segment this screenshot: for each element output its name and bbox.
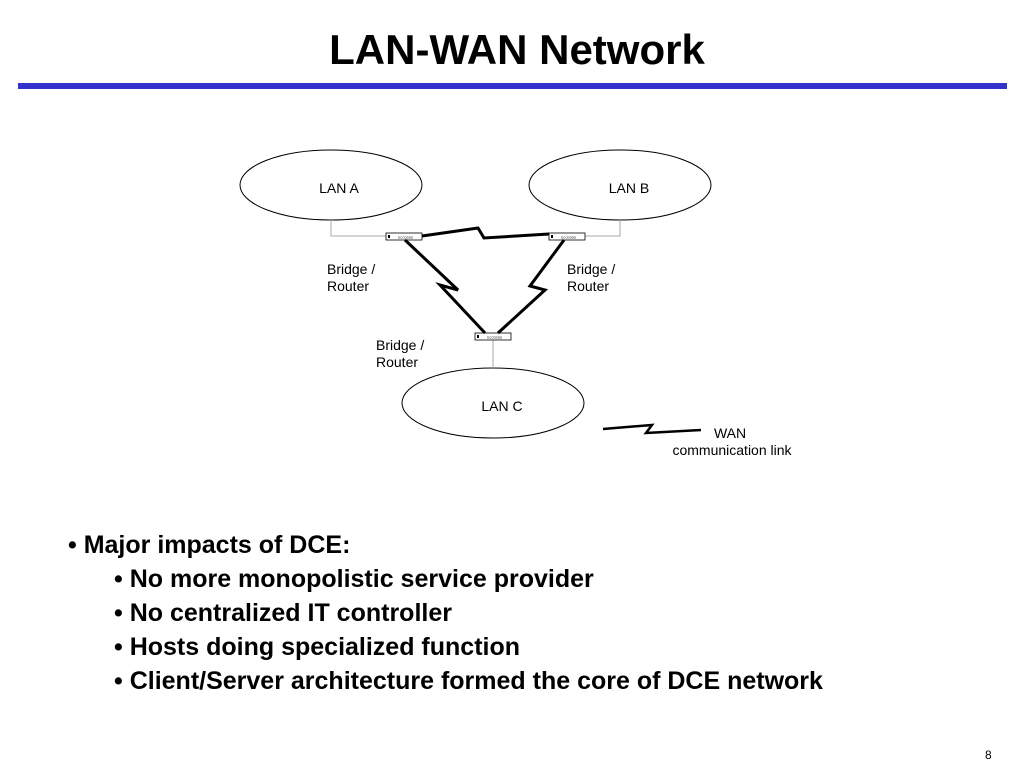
- bullet-item: • Client/Server architecture formed the …: [114, 667, 823, 695]
- bullet-heading-text: Major impacts of DCE:: [83, 531, 351, 559]
- bridge-router-a-led: [388, 235, 390, 238]
- bridge-router-c-text: DCCDDDD: [487, 336, 503, 340]
- bridge-router-b-led: [551, 235, 553, 238]
- lan-b: LAN B: [528, 149, 712, 221]
- bridge-router-a-box: [385, 232, 423, 241]
- title-divider-bar: [18, 83, 1007, 89]
- bridge-router-b-box: [548, 232, 586, 241]
- bullet-item-text: Hosts doing specialized function: [129, 633, 521, 661]
- lan-b-label: LAN B: [609, 180, 649, 196]
- lan-a-connector: [330, 220, 386, 237]
- wan-legend-label: WAN communication link: [672, 425, 792, 458]
- page-number: 8: [985, 748, 992, 762]
- bullet-item-text: No centralized IT controller: [129, 599, 452, 627]
- bullet-item: • No centralized IT controller: [114, 599, 452, 627]
- lan-b-connector: [585, 220, 621, 237]
- bridge-router-b-text: DCCDDDD: [561, 236, 577, 240]
- bridge-router-c-box: [474, 332, 512, 341]
- lan-a-label: LAN A: [319, 180, 359, 196]
- bullet-list: • Major impacts of DCE: • No more monopo…: [68, 528, 823, 698]
- device-label-c: Bridge / Router: [376, 337, 428, 370]
- lan-c-label: LAN C: [481, 398, 522, 414]
- bridge-router-c-led: [477, 335, 479, 338]
- bullet-item-text: No more monopolistic service provider: [129, 565, 594, 593]
- network-diagram: LAN A LAN B LAN C DCCDDDD DCCDDDD DCCDDD…: [239, 149, 793, 458]
- page-title: LAN-WAN Network: [329, 26, 705, 73]
- wan-link-a-b: [421, 226, 550, 240]
- lan-a: LAN A: [239, 149, 423, 221]
- wan-link-a-c: [403, 238, 487, 335]
- title-divider: [18, 83, 1007, 89]
- device-label-a: Bridge / Router: [327, 261, 379, 294]
- bridge-router-a-text: DCCDDDD: [398, 236, 414, 240]
- device-label-b: Bridge / Router: [567, 261, 619, 294]
- bridge-router-b: DCCDDDD: [548, 232, 586, 241]
- lan-c: LAN C: [401, 367, 585, 439]
- bullet-item-text: Client/Server architecture formed the co…: [129, 667, 823, 695]
- bullet-heading: • Major impacts of DCE:: [68, 531, 351, 559]
- wan-legend-symbol: [602, 423, 702, 435]
- bridge-router-a: DCCDDDD: [385, 232, 423, 241]
- bullet-item: • Hosts doing specialized function: [114, 633, 521, 661]
- bridge-router-c: DCCDDDD: [474, 332, 512, 341]
- wan-link-b-c: [496, 239, 566, 335]
- bullet-item: • No more monopolistic service provider: [114, 565, 594, 593]
